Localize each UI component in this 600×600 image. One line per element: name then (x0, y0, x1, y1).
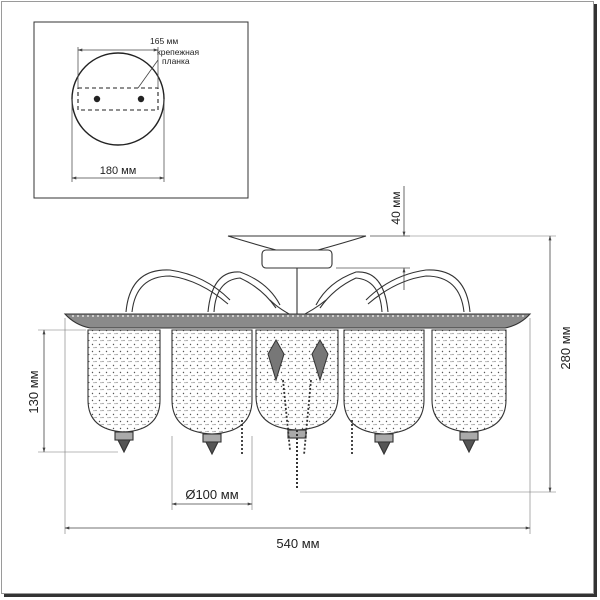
rim (63, 313, 532, 329)
total-height-label: 280 мм (558, 326, 573, 369)
screw-hole-left (93, 95, 101, 103)
canopy-circle (71, 52, 165, 146)
crystals (241, 338, 353, 490)
shade-diameter-label: Ø100 мм (185, 487, 238, 502)
canopy-height-label: 40 мм (389, 191, 403, 224)
canopy-body (261, 249, 333, 269)
bracket-leader (137, 59, 159, 89)
mount-width-label: 165 мм (150, 36, 178, 46)
mounting-bracket (77, 87, 159, 111)
shades (87, 329, 507, 456)
bracket-label-1: крепежная (157, 47, 200, 57)
mount-inset: 165 мм крепежная планка 180 мм (33, 21, 249, 199)
shade-height-label: 130 мм (26, 370, 41, 413)
bracket-label-2: планка (162, 56, 190, 66)
shade-4 (343, 329, 425, 456)
shade-2 (171, 329, 253, 456)
canopy-diameter-label: 180 мм (100, 165, 137, 177)
shade-3 (255, 329, 339, 439)
arms (125, 269, 471, 319)
screw-hole-right (137, 95, 145, 103)
total-width-label: 540 мм (276, 536, 319, 551)
canopy (227, 235, 367, 251)
chandelier (63, 235, 532, 329)
dimensions: 40 мм 280 мм 130 мм Ø100 мм 540 мм (26, 186, 573, 551)
shade-5 (431, 329, 507, 454)
shade-1 (87, 329, 161, 454)
